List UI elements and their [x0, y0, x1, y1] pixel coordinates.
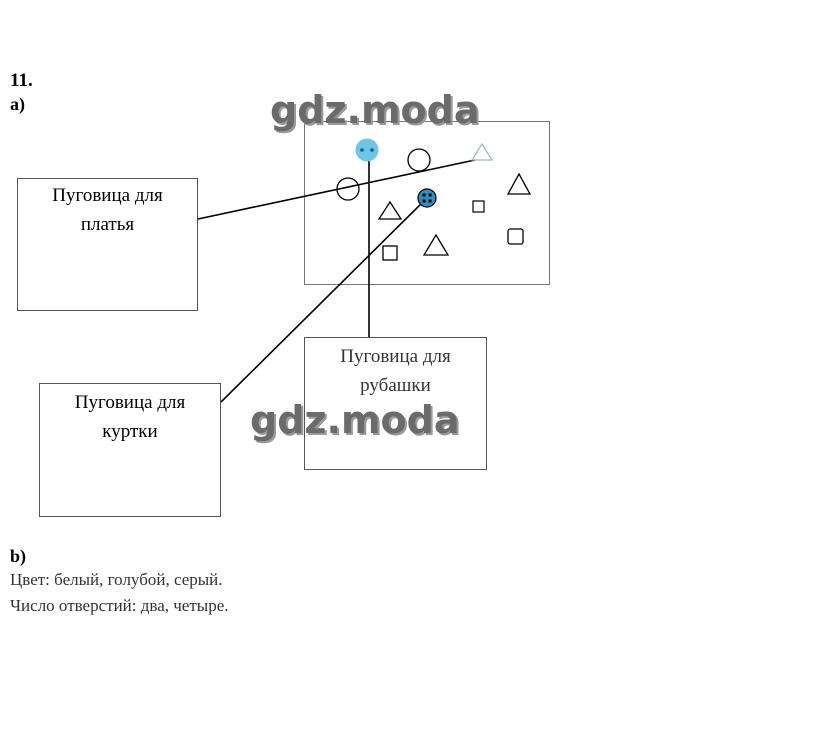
jacket-box-label: Пуговица для куртки [74, 392, 186, 442]
part-a-label: а) [10, 94, 25, 114]
answer-color: Цвет: белый, голубой, серый. [10, 570, 223, 589]
shirt-box-label: Пуговица для рубашки [340, 346, 451, 396]
answer-holes: Число отверстий: два, четыре. [10, 596, 229, 615]
dress-button-box: Пуговица для платья [17, 178, 198, 311]
task-number: 11. [10, 70, 33, 91]
square-button-icon [472, 200, 485, 213]
dress-box-label: Пуговица для платья [52, 185, 163, 235]
jacket-connector-line [220, 198, 427, 403]
square-button-icon [507, 228, 524, 245]
buttons-panel [304, 121, 550, 285]
shirt-button-box: Пуговица для рубашки [304, 337, 487, 470]
triangle-button-icon [470, 142, 494, 161]
jacket-button-box: Пуговица для куртки [39, 383, 221, 517]
dark-blue-button-icon [417, 188, 437, 208]
triangle-button-icon [377, 200, 403, 220]
circle-button-icon [407, 148, 431, 172]
watermark-top: gdz.moda [270, 88, 480, 132]
circle-button-icon [336, 177, 360, 201]
watermark-bottom: gdz.moda [250, 398, 460, 442]
part-b-label: b) [10, 546, 27, 566]
triangle-button-icon [506, 172, 532, 195]
triangle-button-icon [422, 233, 450, 256]
blue-button-icon [355, 138, 379, 162]
square-button-icon [382, 245, 398, 261]
